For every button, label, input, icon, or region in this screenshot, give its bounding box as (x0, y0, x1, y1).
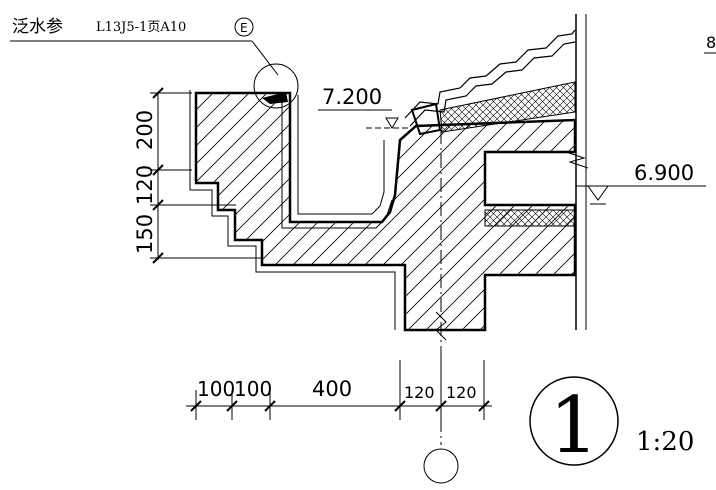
axis-bubble (423, 448, 459, 484)
reference-circle (234, 17, 254, 37)
elevation-lower-text: 6.900 (634, 161, 694, 185)
flashing-node (262, 92, 288, 104)
flashing-note-ref: L13J5-1页A10 (96, 20, 186, 35)
dim-tick (152, 87, 164, 264)
roof-tiles (404, 29, 576, 136)
insulation-layer (439, 81, 576, 133)
detail-symbol: 1 1:20 (529, 376, 694, 471)
horizontal-dimension-chain: 100 100 400 120 120 (186, 360, 492, 420)
tile-batten (410, 102, 442, 136)
wall-break-mark (565, 151, 589, 169)
dim-label-120-a: 120 (404, 383, 435, 402)
flashing-note-prefix: 泛水参 (12, 17, 63, 37)
dim-label-200: 200 (133, 110, 157, 150)
dim-label-120: 120 (133, 165, 157, 205)
note-leader-line (251, 40, 279, 76)
floor-insulation-layer (484, 209, 576, 227)
dim-label-100-b: 100 (234, 377, 272, 401)
gutter-waterproof-layer (281, 95, 393, 229)
roof-tiles-outline (409, 41, 576, 127)
corner-text: 8 (706, 33, 716, 52)
dim-label-100-a: 100 (197, 377, 235, 401)
elevation-mark-lower: 6.900 (576, 161, 706, 205)
detail-symbol-circle (529, 376, 619, 466)
elevation-mark-upper: 7.200 (318, 85, 410, 129)
dim-label-400: 400 (312, 377, 352, 401)
outer-plaster-line (189, 90, 396, 330)
gutter-waterproof-layer (297, 95, 385, 215)
wall (565, 14, 589, 330)
dim-tick (190, 400, 490, 412)
reference-circle-letter: E (240, 21, 248, 35)
concrete-cornice (194, 91, 577, 332)
elevation-upper-triangle (385, 117, 399, 129)
elevation-lower-triangle (587, 185, 609, 201)
detail-number: 1 (549, 381, 599, 471)
dim-label-150: 150 (133, 214, 157, 254)
roof-tiles-outline (404, 29, 576, 119)
detail-scale: 1:20 (636, 427, 694, 457)
axis-break-mark (435, 311, 447, 341)
flashing-note: 泛水参 L13J5-1页A10 E (10, 17, 299, 109)
elevation-upper-text: 7.200 (322, 85, 382, 109)
dim-label-120-b: 120 (446, 383, 477, 402)
vertical-dimension-chain: 200 120 150 (133, 87, 262, 264)
